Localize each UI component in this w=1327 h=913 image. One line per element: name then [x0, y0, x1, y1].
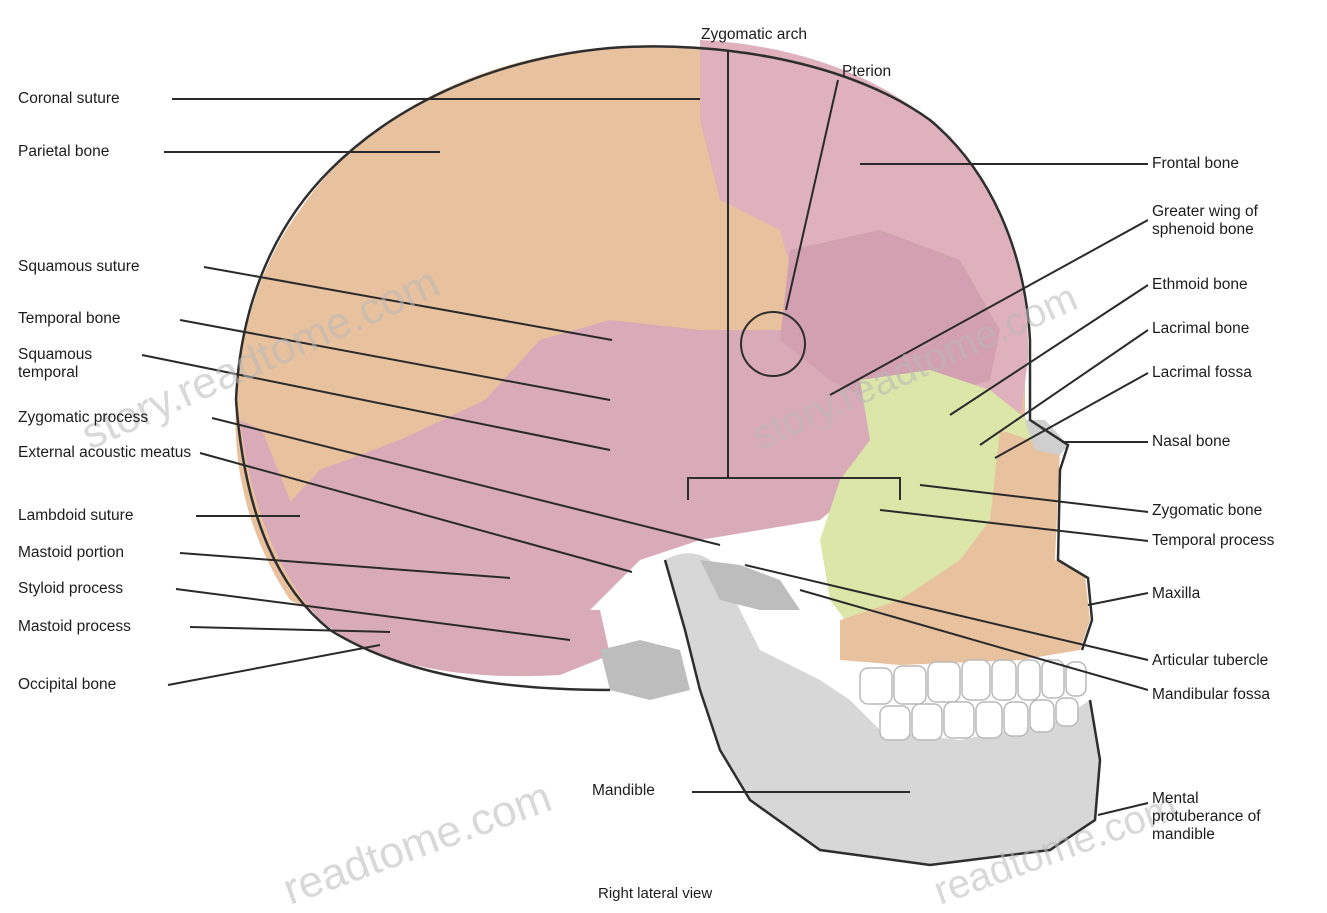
- label-mandible: Mandible: [592, 782, 655, 800]
- label-maxilla: Maxilla: [1152, 585, 1200, 603]
- label-mandibular-fossa: Mandibular fossa: [1152, 686, 1270, 704]
- label-zygomatic-bone: Zygomatic bone: [1152, 502, 1262, 520]
- label-lacrimal-bone: Lacrimal bone: [1152, 320, 1249, 338]
- label-greater-wing-sphenoid: Greater wing of sphenoid bone: [1152, 203, 1312, 239]
- figure-caption: Right lateral view: [598, 885, 712, 902]
- label-occipital-bone: Occipital bone: [18, 676, 116, 694]
- label-ethmoid-bone: Ethmoid bone: [1152, 276, 1248, 294]
- label-lacrimal-fossa: Lacrimal fossa: [1152, 364, 1252, 382]
- label-temporal-bone: Temporal bone: [18, 310, 121, 328]
- label-mastoid-portion: Mastoid portion: [18, 544, 124, 562]
- label-temporal-process: Temporal process: [1152, 532, 1274, 550]
- label-squamous-suture: Squamous suture: [18, 258, 140, 276]
- watermark-3: readtome.com: [277, 772, 558, 913]
- label-zygomatic-arch: Zygomatic arch: [701, 26, 807, 44]
- label-mastoid-process: Mastoid process: [18, 618, 131, 636]
- teeth: [860, 660, 1086, 740]
- label-mental-protuberance: Mental protuberance of mandible: [1152, 790, 1292, 844]
- label-zygomatic-process: Zygomatic process: [18, 409, 148, 427]
- label-pterion: Pterion: [842, 63, 891, 81]
- label-coronal-suture: Coronal suture: [18, 90, 120, 108]
- label-lambdoid-suture: Lambdoid suture: [18, 507, 133, 525]
- label-frontal-bone: Frontal bone: [1152, 155, 1239, 173]
- label-nasal-bone: Nasal bone: [1152, 433, 1230, 451]
- label-articular-tubercle: Articular tubercle: [1152, 652, 1268, 670]
- label-external-acoustic-meatus: External acoustic meatus: [18, 444, 198, 462]
- label-squamous-temporal: Squamous temporal: [18, 346, 128, 382]
- label-parietal-bone: Parietal bone: [18, 143, 109, 161]
- label-styloid-process: Styloid process: [18, 580, 123, 598]
- mastoid-process-shape: [600, 640, 690, 700]
